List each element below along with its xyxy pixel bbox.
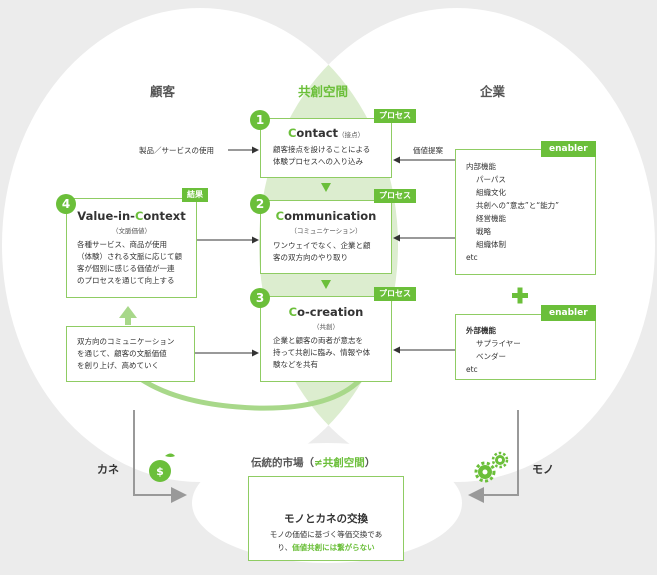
cocreation-title: Co-creation (288, 305, 364, 319)
communication-text: ワンウェイでなく、企業と顧客の双方向のやり取り (273, 241, 371, 262)
down-arrow-1 (321, 183, 331, 192)
communication-sub: （コミュニケーション） (290, 227, 362, 235)
enabler-external-list: 外部機能 サプライヤー ベンダー etc (466, 326, 521, 374)
market-exchange-box: モノとカネの交換 モノの価値に基づく等価交換であ り、価値共創には繋がらない (248, 476, 404, 561)
enabler-external-box: 外部機能 サプライヤー ベンダー etc (455, 314, 596, 380)
gears-icon (474, 451, 509, 483)
bidirectional-text: 双方向のコミュニケーションを通じて、顧客の文脈価値を創り上げ、高めていく (77, 337, 175, 370)
header-cocreation-space: 共創空間 (298, 84, 349, 99)
value-title: Value-in-Context (77, 209, 186, 223)
result-tag: 結果 (182, 188, 208, 202)
communication-title: Communication (275, 209, 377, 223)
down-arrow-2 (321, 280, 331, 289)
process-tag-1: プロセス (374, 109, 416, 123)
bidirectional-box: 双方向のコミュニケーションを通じて、顧客の文脈価値を創り上げ、高めていく (66, 326, 195, 382)
step-communication-box: Communication （コミュニケーション） ワンウェイでなく、企業と顧客… (260, 200, 392, 274)
product-use-label: 製品／サービスの使用 (139, 146, 214, 155)
header-customer: 顧客 (150, 84, 176, 99)
contact-text: 顧客接点を設けることによる体験プロセスへの入り込み (273, 145, 371, 166)
process-tag-2: プロセス (374, 189, 416, 203)
kane-arrow (133, 410, 187, 503)
contact-title: Contact（接点） (287, 126, 365, 140)
enabler-external-tag: enabler (541, 305, 596, 321)
header-company: 企業 (480, 84, 506, 99)
feedback-arrow-stem (125, 317, 131, 325)
value-in-context-box: Value-in-Context （文脈価値） 各種サービス、商品が使用（体験）… (66, 198, 197, 298)
market-box-title: モノとカネの交換 (284, 513, 368, 525)
market-box-line2: り、価値共創には繋がらない (277, 543, 375, 552)
enabler-internal-box: 内部機能 パーパス 組織文化 共創への“意志”と“能力” 経営機能 戦略 組織体… (455, 149, 596, 275)
kane-label: カネ (97, 463, 119, 476)
plus-v (517, 287, 523, 304)
svg-text:$: $ (156, 465, 164, 478)
feedback-curve (133, 372, 362, 411)
step-contact-box: Contact（接点） 顧客接点を設けることによる体験プロセスへの入り込み (260, 118, 392, 178)
step-number-2: 2 (250, 194, 270, 214)
mono-arrow (468, 410, 519, 503)
value-sub: （文脈価値） (112, 227, 151, 235)
market-title: 伝統的市場（≠共創空間） (251, 457, 376, 469)
enabler-internal-list: 内部機能 パーパス 組織文化 共創への“意志”と“能力” 経営機能 戦略 組織体… (466, 162, 560, 262)
feedback-arrow-up (119, 306, 137, 318)
enabler-internal-tag: enabler (541, 141, 596, 157)
value-text: 各種サービス、商品が使用（体験）される文脈に応じて顧客が個別に感じる価値が一連の… (77, 240, 182, 285)
step-number-3: 3 (250, 288, 270, 308)
step-number-1: 1 (250, 110, 270, 130)
step-number-4: 4 (56, 194, 76, 214)
cocreation-text: 企業と顧客の両者が意志を持って共創に臨み、情報や体験などを共有 (273, 336, 371, 369)
value-proposal-label: 価値提案 (413, 146, 443, 155)
cocreation-sub: （共創） (313, 323, 339, 331)
market-box-line1: モノの価値に基づく等価交換であ (269, 530, 383, 539)
step-cocreation-box: Co-creation （共創） 企業と顧客の両者が意志を持って共創に臨み、情報… (260, 296, 392, 382)
mono-label: モノ (532, 463, 554, 476)
process-tag-3: プロセス (374, 287, 416, 301)
coin-icon: $ (149, 453, 175, 482)
